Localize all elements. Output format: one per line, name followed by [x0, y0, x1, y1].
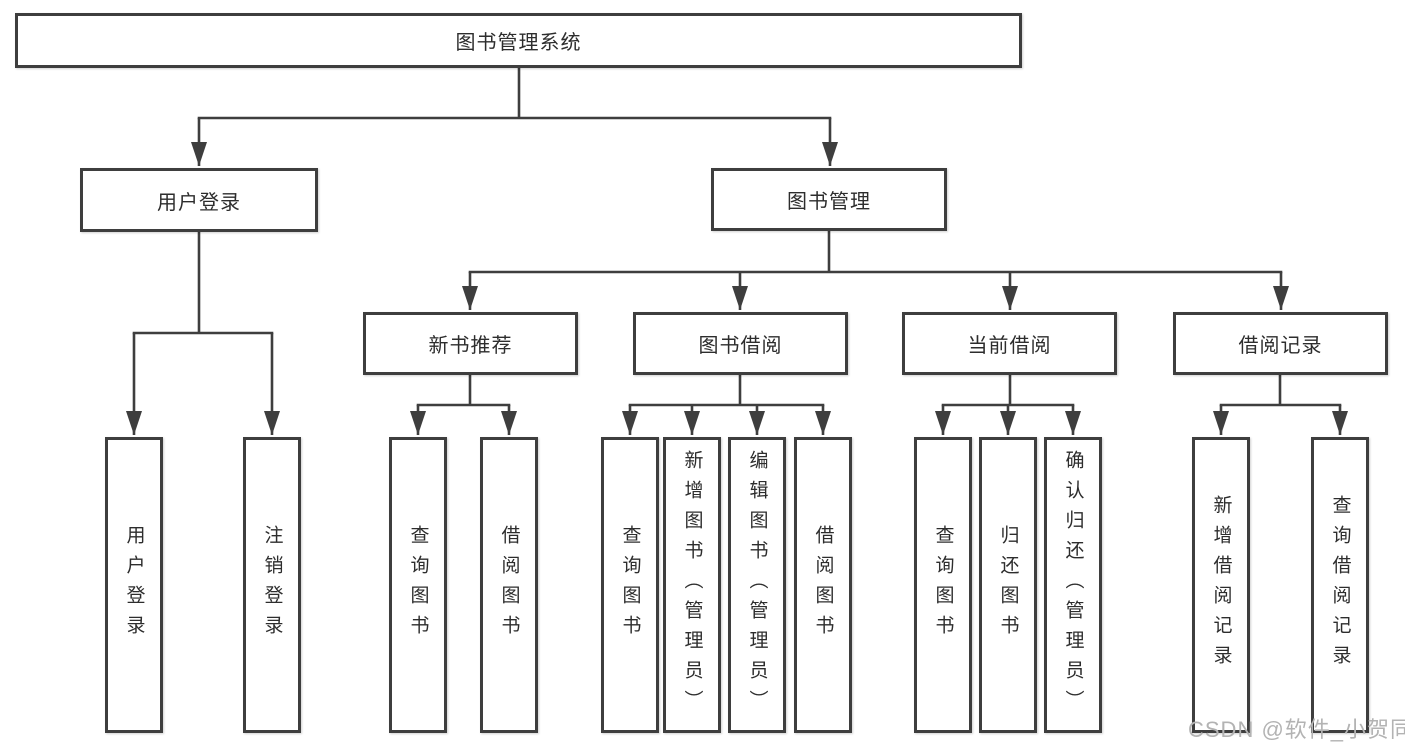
node-label: 归还图书 — [997, 525, 1019, 645]
node-edit-books-admin: 编辑图书（管理员） — [728, 437, 786, 733]
node-confirm-return-admin: 确认归还（管理员） — [1044, 437, 1102, 733]
node-query-books: 查询图书 — [601, 437, 659, 733]
node-label: 编辑图书（管理员） — [746, 450, 768, 720]
node-label: 查询借阅记录 — [1329, 495, 1351, 675]
node-return-books: 归还图书 — [979, 437, 1037, 733]
node-borrow-books: 借阅图书 — [794, 437, 852, 733]
node-label: 查询图书 — [407, 525, 429, 645]
node-new-book-recommend: 新书推荐 — [363, 312, 578, 375]
node-user-login-group: 用户登录 — [80, 168, 318, 232]
node-label: 图书管理系统 — [455, 32, 582, 54]
node-add-books-admin: 新增图书（管理员） — [663, 437, 721, 733]
csdn-watermark: CSDN @软件_小贺同学 — [1188, 717, 1405, 742]
node-label: 确认归还（管理员） — [1062, 450, 1084, 720]
node-label: 新书推荐 — [428, 335, 513, 357]
node-label: 图书借阅 — [698, 335, 783, 357]
node-query-borrow-record: 查询借阅记录 — [1311, 437, 1369, 733]
node-query-books: 查询图书 — [389, 437, 447, 733]
node-label: 用户登录 — [123, 525, 145, 645]
node-label: 借阅记录 — [1238, 335, 1323, 357]
node-query-books: 查询图书 — [914, 437, 972, 733]
node-label: 借阅图书 — [812, 525, 834, 645]
node-book-management: 图书管理 — [711, 168, 947, 231]
node-label: 用户登录 — [157, 191, 241, 214]
node-system-root: 图书管理系统 — [15, 13, 1022, 68]
node-label: 新增借阅记录 — [1210, 495, 1232, 675]
node-borrow-records: 借阅记录 — [1173, 312, 1388, 375]
node-label: 借阅图书 — [498, 525, 520, 645]
node-add-borrow-record: 新增借阅记录 — [1192, 437, 1250, 733]
node-borrow-books: 借阅图书 — [480, 437, 538, 733]
node-label: 查询图书 — [932, 525, 954, 645]
node-logout: 注销登录 — [243, 437, 301, 733]
node-label: 新增图书（管理员） — [681, 450, 703, 720]
node-label: 注销登录 — [261, 525, 283, 645]
node-label: 当前借阅 — [967, 335, 1052, 357]
node-current-borrow: 当前借阅 — [902, 312, 1117, 375]
node-label: 图书管理 — [787, 191, 871, 213]
node-label: 查询图书 — [619, 525, 641, 645]
node-user-login: 用户登录 — [105, 437, 163, 733]
node-book-borrow: 图书借阅 — [633, 312, 848, 375]
